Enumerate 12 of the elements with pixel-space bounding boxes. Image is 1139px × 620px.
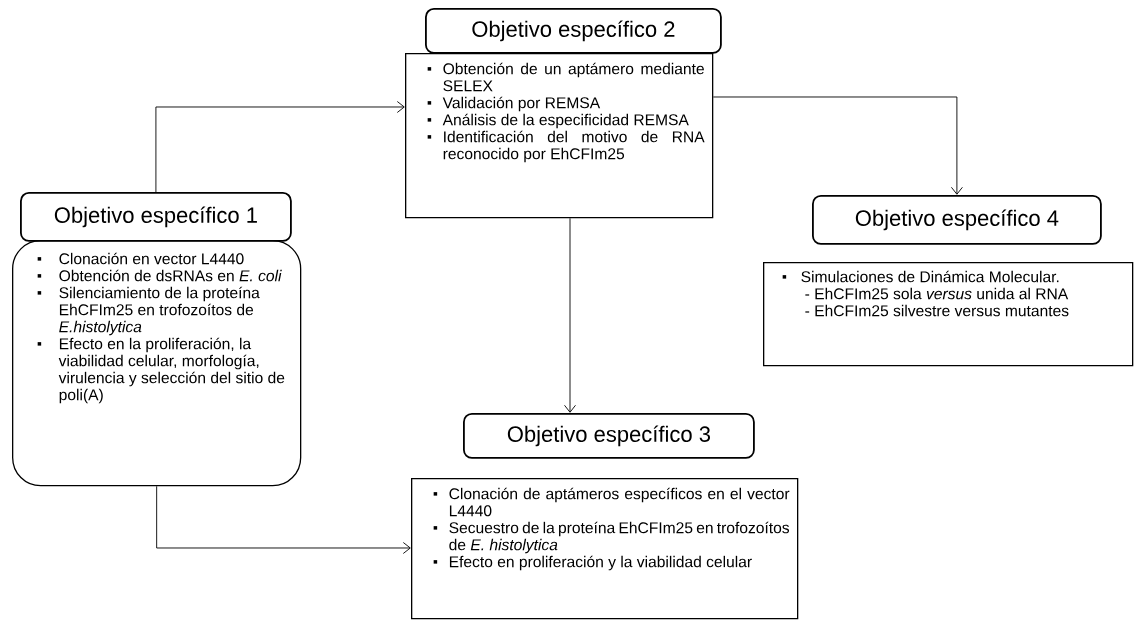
content-box: Clonación en vector L4440 Obtención de dsRNAs en E. coli Silenciamiento de la proteína EhCFIm25 en trofozoítos de E.histolytica Efecto en la proliferación, la viabilidad celular, morfología, virulencia y selección del sitio de poli(A) (12, 240, 302, 487)
arrow (155, 101, 405, 193)
heading-box: Objetivo específico 2 (425, 8, 722, 54)
heading-box: Objetivo específico 4 (812, 195, 1102, 245)
content-box: Obtención de un aptámero mediante SELEX Validación por REMSA Análisis de la especificidad REMSA Identificación del motivo de RNA reconocido por EhCFIm25 (405, 53, 714, 219)
heading-box: Objetivo específico 3 (463, 413, 755, 459)
content-box: Simulaciones de Dinámica Molecular. - EhCFIm25 sola versus unida al RNA - EhCFIm25 silvestre versus mutantes (763, 262, 1134, 367)
arrow (712, 96, 963, 195)
arrow (564, 217, 576, 413)
arrow (156, 485, 411, 554)
heading-box: Objetivo específico 1 (20, 192, 292, 242)
content-box: Clonación de aptámeros específicos en el vector L4440 Secuestro de la proteína EhCFIm25 en trofozoítos de E. histolytica Efecto en proliferación y la viabilidad celular (411, 478, 799, 620)
